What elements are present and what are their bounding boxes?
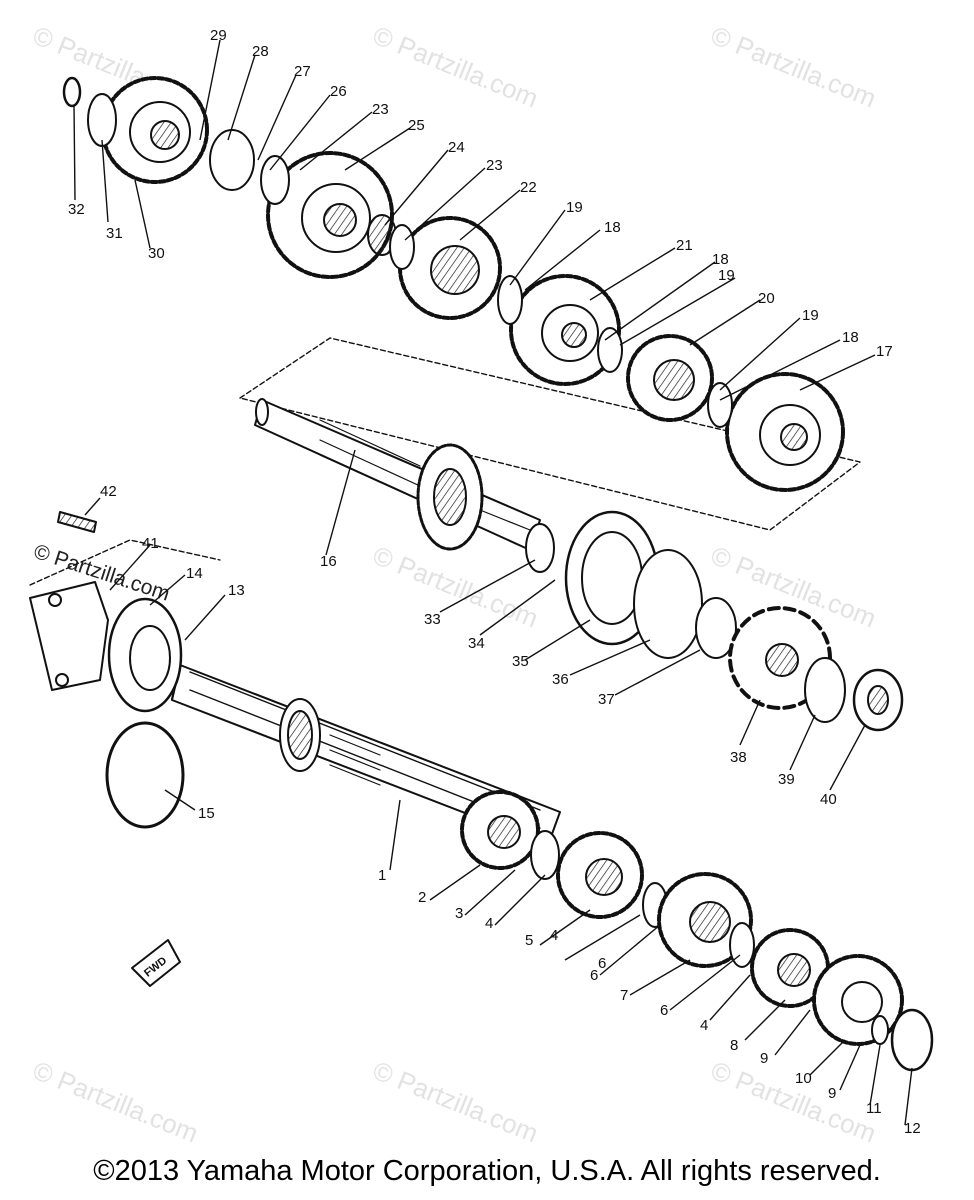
oil-seal-32: [633, 549, 703, 659]
callout-number: 19: [802, 307, 819, 324]
gear-17: [725, 372, 845, 492]
callout-number: 40: [820, 791, 837, 808]
washer-4: [729, 922, 755, 968]
callout-number: 15: [198, 805, 215, 822]
gear-20: [626, 334, 714, 422]
callout-number: 39: [778, 771, 795, 788]
callout-number: 23: [486, 157, 503, 174]
callout-number: 7: [620, 987, 628, 1004]
callout-number: 23: [372, 101, 389, 118]
callout-number: 31: [106, 225, 123, 242]
clip-19: [707, 382, 733, 428]
gear-38: [101, 76, 209, 184]
callout-number: 34: [468, 635, 485, 652]
callout-number: 9: [760, 1050, 768, 1067]
callout-number: 4: [700, 1017, 708, 1034]
callout-number: 18: [712, 251, 729, 268]
circlip-15: [105, 721, 185, 829]
gear-25: [266, 151, 394, 279]
gear-22: [398, 216, 502, 320]
callout-labels: 1234445666789910111213141516171818181919…: [68, 27, 921, 1137]
callout-number: 21: [676, 237, 693, 254]
clip-19: [597, 327, 623, 373]
gear-7: [657, 872, 753, 968]
clip-11: [871, 1015, 889, 1045]
callout-number: 30: [148, 245, 165, 262]
callout-number: 32: [68, 201, 85, 218]
washer-4: [530, 830, 560, 880]
callout-number: 19: [718, 267, 735, 284]
callout-number: 1: [378, 867, 386, 884]
callout-number: 29: [210, 27, 227, 44]
main-axle: [171, 664, 561, 846]
callout-number: 37: [598, 691, 615, 708]
callout-number: 33: [424, 611, 441, 628]
callout-number: 27: [294, 63, 311, 80]
callout-number: 4: [485, 915, 493, 932]
drive-axle: [254, 398, 541, 551]
group-outline: [29, 539, 221, 586]
washer-26: [260, 155, 290, 205]
bearing-housing-41: [29, 581, 109, 691]
callout-number: 13: [228, 582, 245, 599]
gear-2: [460, 790, 540, 870]
callout-number: 8: [730, 1037, 738, 1054]
gear-21: [509, 274, 621, 386]
collar-33: [695, 597, 737, 659]
callout-number: 28: [252, 43, 269, 60]
callout-number: 16: [320, 553, 337, 570]
callout-number: 10: [795, 1070, 812, 1087]
callout-number: 22: [520, 179, 537, 196]
gear-5: [556, 831, 644, 919]
clip-40: [62, 76, 82, 108]
callout-number: 26: [330, 83, 347, 100]
clip-19: [497, 275, 523, 325]
callout-number: 11: [866, 1100, 882, 1117]
callout-number: 9: [828, 1085, 836, 1102]
group-outline: [239, 337, 861, 531]
bolt-42: [57, 511, 97, 533]
callout-number: 41: [142, 535, 159, 552]
callout-number: 12: [904, 1120, 921, 1137]
callout-number: 24: [448, 139, 465, 156]
copyright-text: ©2013 Yamaha Motor Corporation, U.S.A. A…: [93, 1155, 881, 1187]
callout-number: 3: [455, 905, 463, 922]
callout-number: 42: [100, 483, 117, 500]
callout-number: 6: [590, 967, 598, 984]
callout-number: 19: [566, 199, 583, 216]
washer-39: [87, 93, 117, 147]
callout-number: 6: [598, 955, 606, 972]
leader-lines: [73, 39, 913, 1126]
washer-29: [525, 523, 555, 573]
bearing-28: [209, 129, 255, 191]
callout-number: 18: [842, 329, 859, 346]
callout-number: 17: [876, 343, 893, 360]
fwd-arrow: [131, 939, 181, 987]
callout-number: 2: [418, 889, 426, 906]
bearing-12: [890, 1008, 934, 1072]
callout-number: 25: [408, 117, 425, 134]
callout-number: 4: [550, 927, 558, 944]
callout-number: 5: [525, 932, 533, 949]
callout-number: 38: [730, 749, 747, 766]
lock-washer-35: [804, 657, 846, 723]
callout-number: 14: [186, 565, 203, 582]
callout-number: 36: [552, 671, 569, 688]
washer-23: [389, 224, 415, 270]
callout-number: 35: [512, 653, 529, 670]
callout-number: 18: [604, 219, 621, 236]
callout-number: 6: [660, 1002, 668, 1019]
callout-number: 20: [758, 290, 775, 307]
